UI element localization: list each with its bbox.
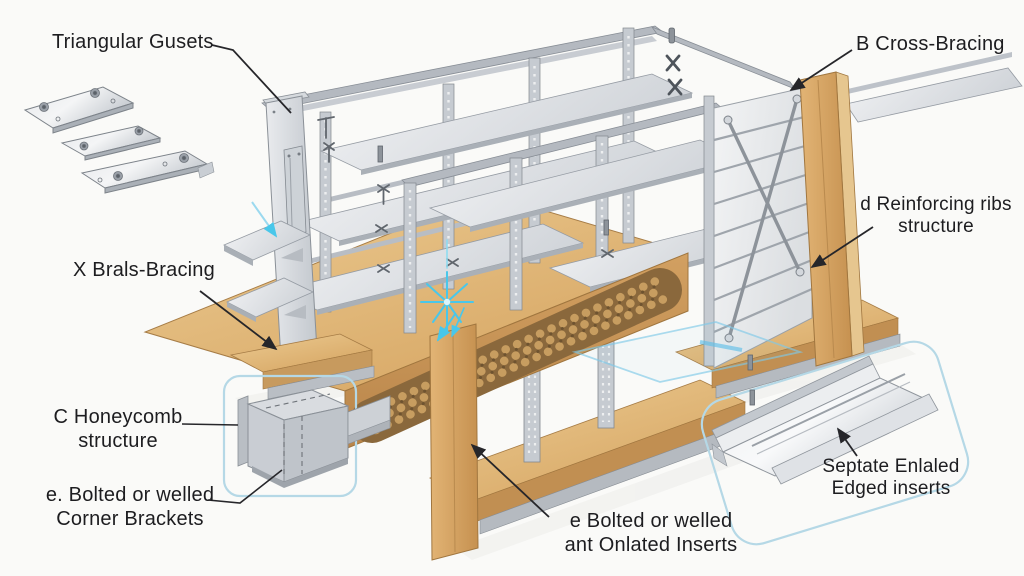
label-reinforcing-ribs: d Reinforcing ribs structure	[860, 194, 1012, 238]
weld-sparkle	[420, 239, 474, 342]
screw-x-head	[446, 258, 459, 267]
screw-x-head	[377, 184, 390, 205]
ribbed-panel	[713, 85, 813, 369]
right-wood-upright	[799, 71, 865, 367]
leader-x-bracing	[199, 290, 278, 351]
screw-bolt	[377, 145, 383, 163]
screw-bolt	[747, 354, 753, 371]
corner-bracket	[237, 389, 391, 488]
label-corner-brackets: e. Bolted or welled Corner Brackets	[45, 484, 215, 530]
leader-corner-brackets	[207, 469, 283, 504]
screw-x-head	[601, 249, 614, 258]
panel-bracket	[283, 145, 307, 237]
x-marks	[665, 27, 683, 96]
callout-outline-tray	[700, 340, 970, 546]
leader-triangular-gussets	[211, 44, 292, 114]
leader-edged-inserts	[836, 427, 858, 457]
screw-x-head	[377, 264, 390, 273]
right-section	[571, 26, 901, 399]
edge-insert-tray	[711, 355, 939, 485]
screw-x-head	[323, 142, 335, 163]
wing-shelves	[223, 220, 314, 322]
panel-pointer-arrow	[251, 201, 278, 238]
label-edged-inserts: Septate Enlaled Edged inserts	[822, 456, 960, 500]
label-bolted-inserts: e Bolted or welled ant Onlated Inserts	[564, 510, 738, 556]
edge-insert-callout	[700, 340, 970, 546]
lower-frame	[344, 252, 749, 561]
label-cross-bracing: B Cross-Bracing	[856, 33, 1005, 55]
gusset-plates	[23, 86, 209, 194]
small-bracket-tip	[197, 161, 215, 179]
top-right-shelf-fragment	[843, 52, 1023, 123]
leader-honeycomb	[181, 423, 239, 426]
floor-base	[428, 379, 749, 535]
screw-t-head	[317, 116, 335, 139]
label-x-bracing: X Brals-Bracing	[73, 259, 215, 281]
screw-bolt	[603, 219, 609, 236]
post-slots	[324, 36, 630, 305]
left-wood-base	[229, 333, 375, 400]
screw-x-head	[375, 224, 388, 233]
fastener-screws	[317, 116, 755, 406]
leader-lines	[181, 44, 874, 518]
front-wood-plank	[429, 323, 479, 561]
leader-reinforcing-ribs	[810, 226, 874, 268]
reinforcing-ribs	[713, 113, 813, 334]
honeycomb-cells	[363, 276, 669, 435]
cross-brace-rods	[726, 97, 802, 340]
plate-bolts	[39, 88, 189, 183]
label-triangular-gussets: Triangular Gusets	[52, 31, 214, 53]
leader-cross-bracing	[789, 49, 853, 91]
leader-bolted-inserts	[470, 443, 550, 518]
label-honeycomb: C Honeycomb structure	[53, 406, 183, 452]
screw-bolt	[749, 389, 755, 406]
left-panel-assembly	[223, 91, 375, 400]
corner-bracket-callout	[222, 374, 391, 498]
floor-highlight	[571, 321, 804, 383]
